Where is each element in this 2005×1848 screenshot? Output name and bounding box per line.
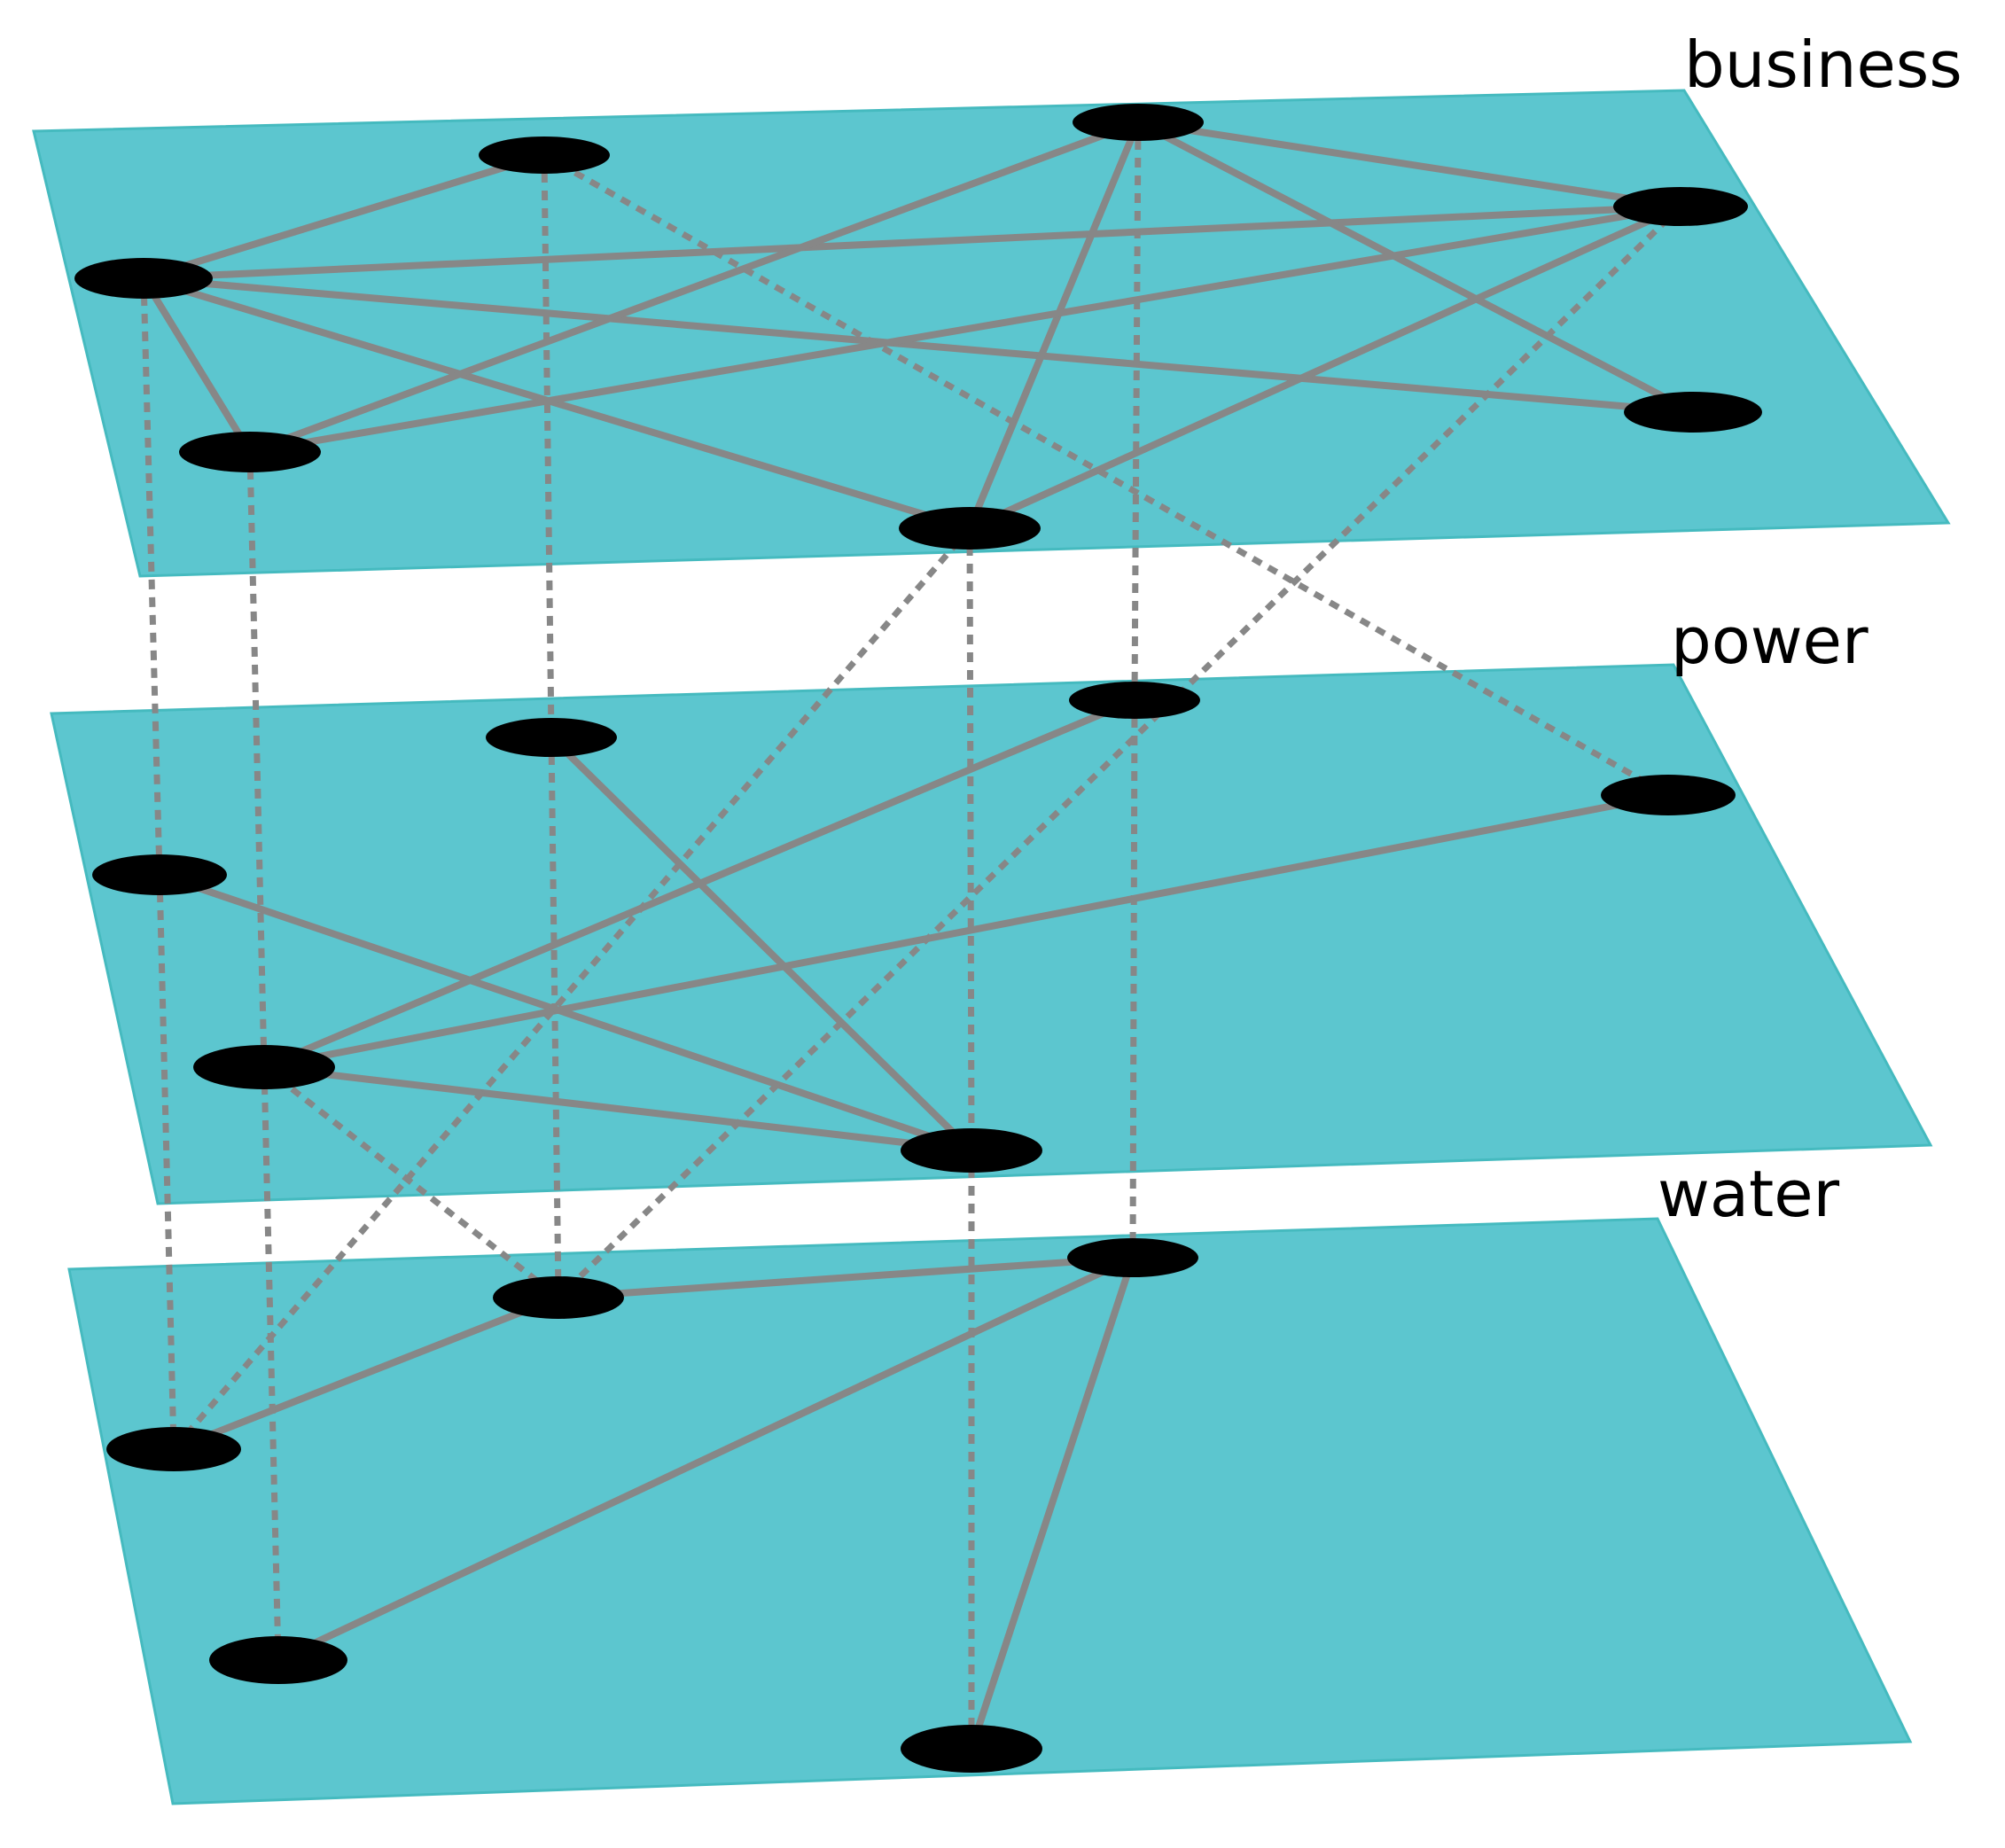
node-p1[interactable]	[486, 718, 617, 757]
inter-edge-b4-w2	[556, 204, 1683, 1300]
inter-edge-b1-p6	[140, 277, 163, 876]
inter-edge-b3-p3	[1131, 121, 1142, 701]
inter-edge-b2-p1	[541, 154, 555, 738]
layer-label-business: business	[1684, 27, 1962, 102]
inter-edge-p3-w3	[1129, 699, 1138, 1259]
node-p3[interactable]	[1069, 682, 1200, 719]
edge-b3-b6	[966, 119, 1142, 532]
edge-p6-p5	[156, 871, 975, 1154]
nodes-water	[106, 1238, 1198, 1773]
edge-b3-b7	[246, 119, 1142, 456]
node-w2[interactable]	[493, 1276, 624, 1319]
edge-b1-b4	[140, 203, 1684, 282]
intra-edges-business	[140, 119, 1697, 532]
edge-p1-p5	[548, 734, 975, 1154]
node-b2[interactable]	[479, 136, 610, 174]
intra-edges-water	[170, 1254, 1136, 1752]
node-b5[interactable]	[1624, 392, 1762, 433]
edge-w3-w5	[968, 1254, 1136, 1752]
plane-water	[67, 1217, 1913, 1805]
node-b1[interactable]	[74, 258, 213, 299]
inter-edge-b2-p4	[542, 152, 1670, 799]
node-w5[interactable]	[901, 1725, 1042, 1773]
edge-b1-b2	[140, 152, 548, 282]
node-w4[interactable]	[209, 1636, 347, 1684]
edge-w2-w3	[555, 1254, 1136, 1301]
nodes-business	[74, 104, 1762, 550]
edge-b3-b5	[1135, 119, 1697, 416]
layer-label-power: power	[1671, 604, 1868, 678]
edge-b1-b5	[140, 275, 1697, 416]
inter-edge-b7-p2	[246, 451, 268, 1068]
node-b6[interactable]	[899, 507, 1041, 550]
edge-b1-b7	[140, 275, 254, 456]
edge-p2-p5	[261, 1064, 975, 1154]
node-b4[interactable]	[1613, 187, 1748, 226]
inter-edge-p6-w1	[156, 874, 177, 1450]
edge-w1-w2	[170, 1294, 562, 1453]
edge-b4-b6	[966, 203, 1684, 532]
inter-edge-p1-w2	[548, 737, 562, 1298]
edge-w3-w4	[275, 1254, 1136, 1664]
node-p2[interactable]	[193, 1045, 335, 1089]
inter-edge-b6-w1	[171, 526, 972, 1452]
node-p6[interactable]	[92, 854, 227, 895]
nodes-power	[92, 682, 1736, 1173]
inter-layer-edges	[140, 121, 1683, 1749]
node-w3[interactable]	[1067, 1238, 1198, 1277]
edge-p2-p3	[261, 697, 1138, 1071]
inter-edge-b6-p5	[966, 527, 975, 1151]
layer-label-water: water	[1658, 1157, 1840, 1231]
edge-b1-b6	[140, 275, 973, 532]
node-b3[interactable]	[1073, 104, 1204, 141]
edge-p2-p4	[261, 791, 1672, 1071]
node-p4[interactable]	[1601, 775, 1736, 815]
node-b7[interactable]	[179, 432, 321, 472]
edge-b3-b4	[1135, 119, 1684, 210]
intra-edges-power	[156, 697, 1672, 1154]
node-w1[interactable]	[106, 1427, 241, 1471]
edge-b4-b7	[246, 203, 1684, 456]
inter-edge-p2-w2	[261, 1064, 561, 1300]
node-p5[interactable]	[901, 1128, 1042, 1173]
